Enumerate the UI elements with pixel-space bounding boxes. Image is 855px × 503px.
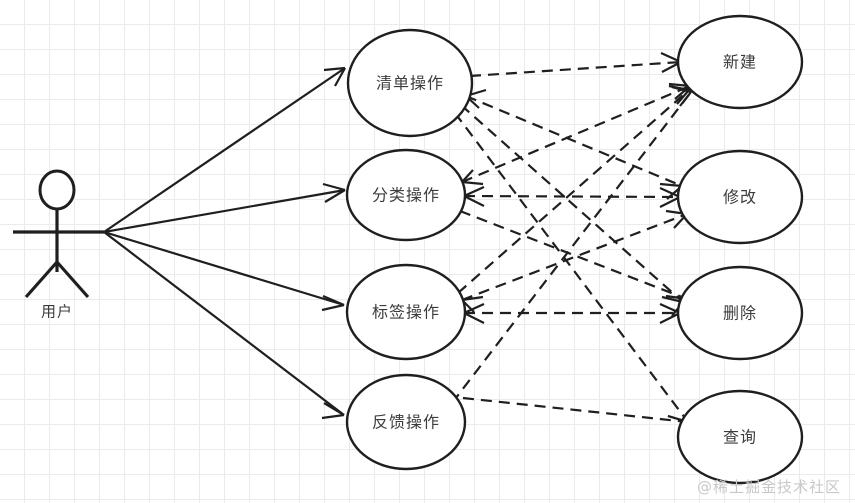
- assoc-user-to-fenlei: [103, 182, 346, 234]
- include-biaoqian-to-xinjian: [457, 84, 690, 294]
- include-qingdan-to-xiugai: [465, 94, 683, 200]
- use-case-ellipse: [676, 14, 804, 110]
- use-case-label: 分类操作: [372, 186, 440, 205]
- use-case-label: 修改: [723, 188, 757, 207]
- include-biaoqian-to-shanchu: [463, 302, 681, 324]
- use-case-ellipse: [345, 148, 467, 242]
- use-case-fankui[interactable]: 反馈操作: [345, 373, 467, 471]
- use-case-xiugai[interactable]: 修改: [676, 149, 804, 245]
- use-case-ellipse: [346, 28, 474, 138]
- primary-use-cases: 清单操作 分类操作 标签操作 反馈操作: [345, 28, 474, 471]
- watermark: @稀土掘金技术社区: [696, 478, 841, 496]
- actor-leg-left: [24, 260, 59, 299]
- association-relationships: [103, 66, 346, 420]
- include-fenlei-to-xinjian: [461, 82, 691, 184]
- actor-user[interactable]: 用户: [13, 169, 104, 321]
- include-relationships: [451, 51, 692, 437]
- assoc-user-to-biaoqian: [103, 230, 345, 312]
- include-fankui-to-xinjian: [451, 85, 692, 404]
- arrowheads-into-fenlei: [461, 169, 484, 186]
- use-case-fenlei[interactable]: 分类操作: [345, 148, 467, 242]
- use-case-ellipse: [345, 263, 467, 361]
- actor-leg-right: [55, 260, 90, 299]
- include-qingdan-to-xinjian: [469, 51, 682, 78]
- use-case-label: 清单操作: [376, 74, 444, 93]
- assoc-user-to-fankui: [103, 231, 345, 420]
- use-case-xinjian[interactable]: 新建: [676, 14, 804, 110]
- use-case-label: 标签操作: [372, 303, 440, 322]
- use-case-label: 查询: [723, 428, 757, 447]
- actor-head: [38, 169, 76, 211]
- use-case-label: 新建: [723, 53, 757, 72]
- use-case-chaxun[interactable]: 查询: [676, 389, 804, 485]
- use-case-ellipse: [345, 373, 467, 471]
- use-case-ellipse: [676, 149, 804, 245]
- assoc-user-to-qingdan: [103, 66, 346, 233]
- use-case-biaoqian[interactable]: 标签操作: [345, 263, 467, 361]
- include-fenlei-to-xiugai: [463, 185, 681, 208]
- use-case-label: 反馈操作: [372, 413, 440, 432]
- use-case-qingdan[interactable]: 清单操作: [346, 28, 474, 138]
- use-case-ellipse: [676, 265, 804, 361]
- include-fankui-to-chaxun: [462, 396, 689, 437]
- actor-label: 用户: [41, 303, 73, 321]
- use-case-ellipse: [676, 389, 804, 485]
- use-case-label: 删除: [723, 304, 757, 323]
- use-case-shanchu[interactable]: 删除: [676, 265, 804, 361]
- secondary-use-cases: 新建 修改 删除 查询: [676, 14, 804, 485]
